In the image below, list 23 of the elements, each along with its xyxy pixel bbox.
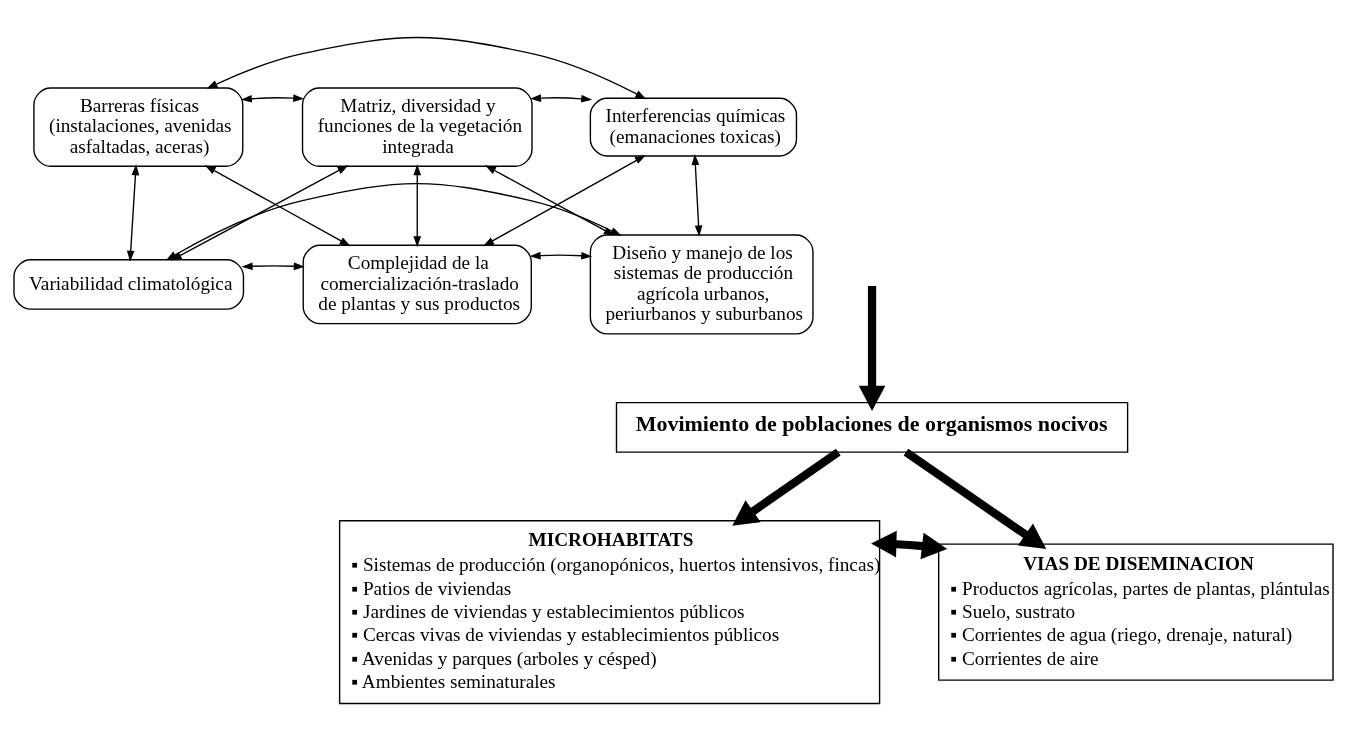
arrow [241, 261, 305, 270]
arrow [871, 530, 948, 559]
arrow [204, 164, 351, 246]
node-box: Variabilidad climatológica [13, 258, 245, 310]
node-box: MICROHABITATS ▪ Sistemas de producción (organopónicos, huertos intensivos, fincas) ▪ Patios de viviendas ▪ Jardines de viviendas y establecimientos públicos ▪ Cercas vivas de viviendas y establecimientos públicos ▪ Avenidas y parques (arboles y césped) ▪ Ambientes seminaturales [338, 519, 881, 704]
node-box: Matriz, diversidad y funciones de la vegetación integrada [301, 86, 533, 167]
arrow [903, 448, 1047, 549]
arrow [529, 251, 593, 260]
node-box: VIAS DE DISEMINACION ▪ Productos agrícolas, partes de plantas, plántulas ▪ Suelo, sustrato ▪ Corrientes de agua (riego, drenaje, natural) ▪ Corrientes de aire [938, 542, 1334, 681]
arrow [691, 153, 703, 236]
arrow [206, 36, 647, 99]
arrow [530, 93, 593, 103]
arrow [483, 154, 646, 246]
node-box: Diseño y manejo de los sistemas de producción agrícola urbanos, periurbanos y suburbanos [589, 233, 814, 335]
arrow [240, 93, 305, 103]
node-box: Movimiento de poblaciones de organismos nocivos [615, 401, 1129, 453]
arrow [126, 163, 140, 262]
node-box: Interferencias químicas (emanaciones toxicas) [589, 97, 798, 157]
node-box: Barreras físicas (instalaciones, avenidas asfaltadas, aceras) [33, 86, 244, 167]
arrow [732, 448, 841, 526]
arrow [858, 285, 886, 411]
arrow [413, 163, 422, 247]
node-box: Complejidad de la comercialización-traslado de plantas y sus productos [302, 244, 532, 324]
